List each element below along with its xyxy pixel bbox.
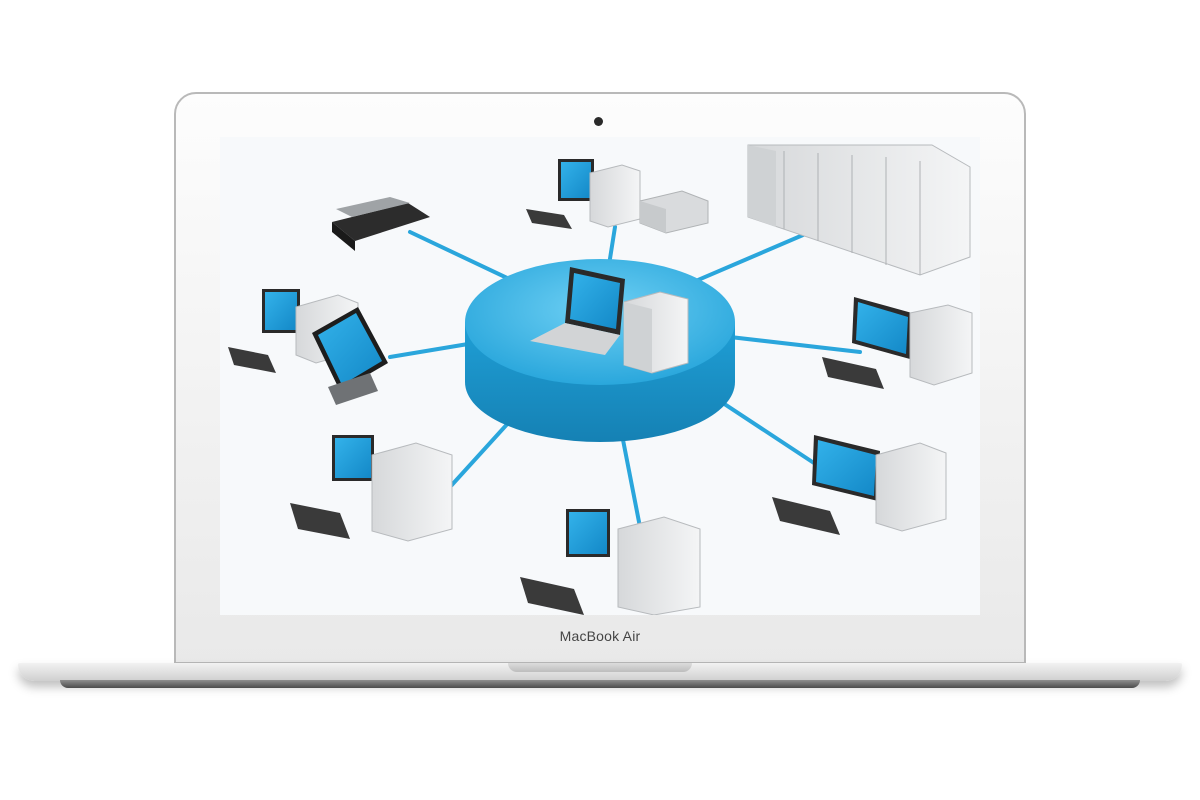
tower-icon bbox=[623, 291, 689, 374]
router-icon bbox=[639, 190, 709, 234]
camera-icon bbox=[594, 117, 603, 126]
laptop-screen bbox=[220, 137, 980, 615]
laptop-hinge-notch bbox=[508, 663, 692, 672]
server-rack-icon bbox=[747, 144, 971, 276]
desktop-computer-icon bbox=[772, 435, 947, 535]
network-diagram-illustration bbox=[228, 144, 973, 615]
laptop-base bbox=[18, 663, 1182, 681]
scanner-icon bbox=[332, 197, 430, 251]
desktop-computer-icon bbox=[526, 159, 641, 229]
laptop-icon bbox=[530, 267, 625, 355]
laptop-base-shadow bbox=[60, 680, 1140, 688]
desktop-computer-icon bbox=[290, 435, 453, 542]
desktop-computer-icon bbox=[520, 509, 701, 615]
brand-label: MacBook Air bbox=[559, 628, 641, 644]
tablet-monitor-icon bbox=[312, 307, 388, 405]
desktop-computer-icon bbox=[822, 297, 973, 389]
